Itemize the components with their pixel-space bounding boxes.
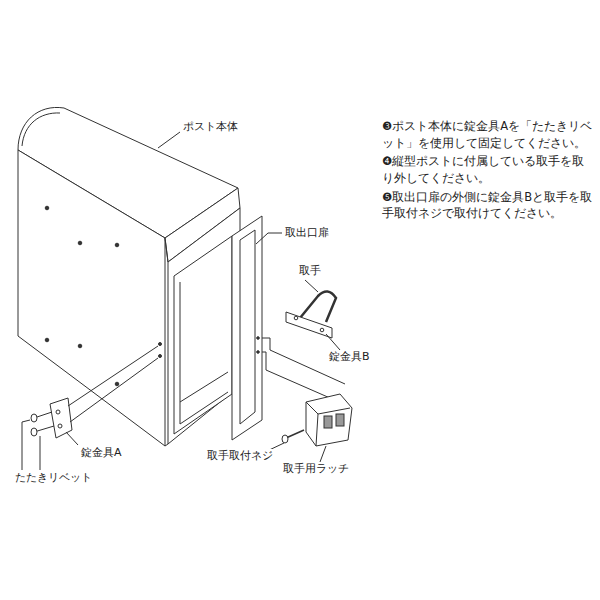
hole <box>320 328 324 332</box>
rivet-head <box>31 428 37 436</box>
hole <box>115 243 119 247</box>
hole <box>45 206 49 210</box>
part-label: 取手用ラッチ <box>282 462 350 476</box>
opening-inner <box>180 282 228 424</box>
opening-shelf <box>180 372 228 402</box>
latch-slot <box>336 414 344 426</box>
hood-edge <box>165 238 168 262</box>
hole <box>294 316 298 320</box>
screw-head <box>282 435 288 443</box>
part-label: 取手取付ネジ <box>206 449 274 463</box>
hole <box>159 355 162 358</box>
opening <box>174 236 232 434</box>
front-face <box>168 208 240 444</box>
hole <box>56 410 60 414</box>
hole <box>257 337 260 340</box>
handle-latch <box>306 394 352 446</box>
assembly-line <box>262 352 330 398</box>
leader-line <box>256 233 282 244</box>
instruction-note: ❸ポスト本体に錠金具Aを「たたきリベット」を使用して固定してください。 <box>381 118 595 151</box>
latch-slot <box>324 416 332 428</box>
latch-edge <box>306 402 350 414</box>
part-label: 錠金具A <box>80 446 123 460</box>
cap-edge <box>22 113 60 146</box>
assembly-line <box>68 346 158 406</box>
leader-line <box>305 280 318 292</box>
latch-edge <box>316 414 318 446</box>
instruction-note: ❹縦型ポストに付属している取手を取り外してください。 <box>381 153 595 186</box>
hole <box>45 338 49 342</box>
hole <box>58 424 62 428</box>
lock-bracket-b <box>286 312 332 338</box>
leader-line <box>326 334 340 350</box>
hole <box>159 343 162 346</box>
handle-inner <box>303 295 333 322</box>
part-label: 錠金具B <box>328 350 371 364</box>
instruction-note: ❺取出口扉の外側に錠金具Bと取手を取手取付ネジで取付けてください。 <box>381 189 595 222</box>
leader-line <box>320 446 326 462</box>
screw <box>286 430 304 438</box>
corner <box>165 444 168 446</box>
leader-line <box>158 132 180 148</box>
hole <box>78 344 82 348</box>
lock-bracket-a <box>50 398 72 438</box>
leader-line <box>40 436 41 470</box>
hole <box>78 241 82 245</box>
part-label: 取手 <box>298 264 322 278</box>
hole <box>257 351 260 354</box>
leader-line <box>22 420 30 470</box>
handle <box>300 291 336 322</box>
part-label: 取出口扉 <box>284 226 330 240</box>
assembly-line <box>70 358 158 422</box>
part-label: たたきリベット <box>14 471 93 485</box>
part-label: ポスト本体 <box>182 120 239 134</box>
rivet-head <box>31 414 37 422</box>
left-face <box>18 150 165 446</box>
door <box>232 216 262 440</box>
door-window <box>240 230 255 424</box>
hole <box>115 382 119 386</box>
leader-line <box>66 432 78 445</box>
